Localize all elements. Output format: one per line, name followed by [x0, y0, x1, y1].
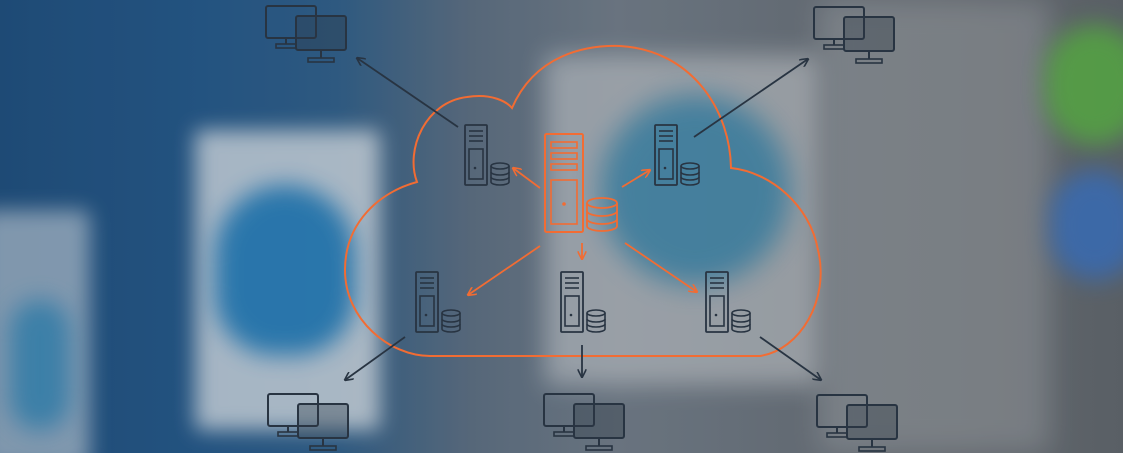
- link-server-top-left-to-client: [357, 58, 459, 128]
- server-top-left-icon: [464, 124, 510, 186]
- link-central-to-bottom-left: [468, 245, 541, 295]
- client-top-right-icon: [813, 6, 895, 64]
- server-bottom-right-icon: [705, 271, 751, 333]
- background-logo-drupal: [215, 185, 355, 355]
- link-central-to-top-right: [621, 170, 650, 188]
- server-top-right-icon: [654, 124, 700, 186]
- link-server-bottom-left-to-client: [345, 336, 406, 380]
- link-server-bottom-right-to-client: [759, 336, 821, 380]
- link-central-to-top-left: [513, 168, 541, 189]
- link-server-top-right-to-client: [693, 59, 808, 138]
- client-top-left-icon: [265, 5, 347, 63]
- cloud-outline: [343, 44, 822, 357]
- server-bottom-left-icon: [415, 271, 461, 333]
- central-server-icon: [544, 133, 618, 233]
- client-bottom-left-icon: [267, 393, 349, 451]
- server-bottom-center-icon: [560, 271, 606, 333]
- background-logo-left: [10, 300, 70, 430]
- client-bottom-center-icon: [543, 393, 625, 451]
- background-logo-wordpress: [600, 95, 790, 285]
- background-logo-green: [1045, 25, 1123, 145]
- client-bottom-right-icon: [816, 394, 898, 452]
- background-panel-right: [820, 0, 1050, 453]
- background-logo-blue: [1050, 170, 1123, 280]
- link-central-to-bottom-right: [624, 242, 697, 292]
